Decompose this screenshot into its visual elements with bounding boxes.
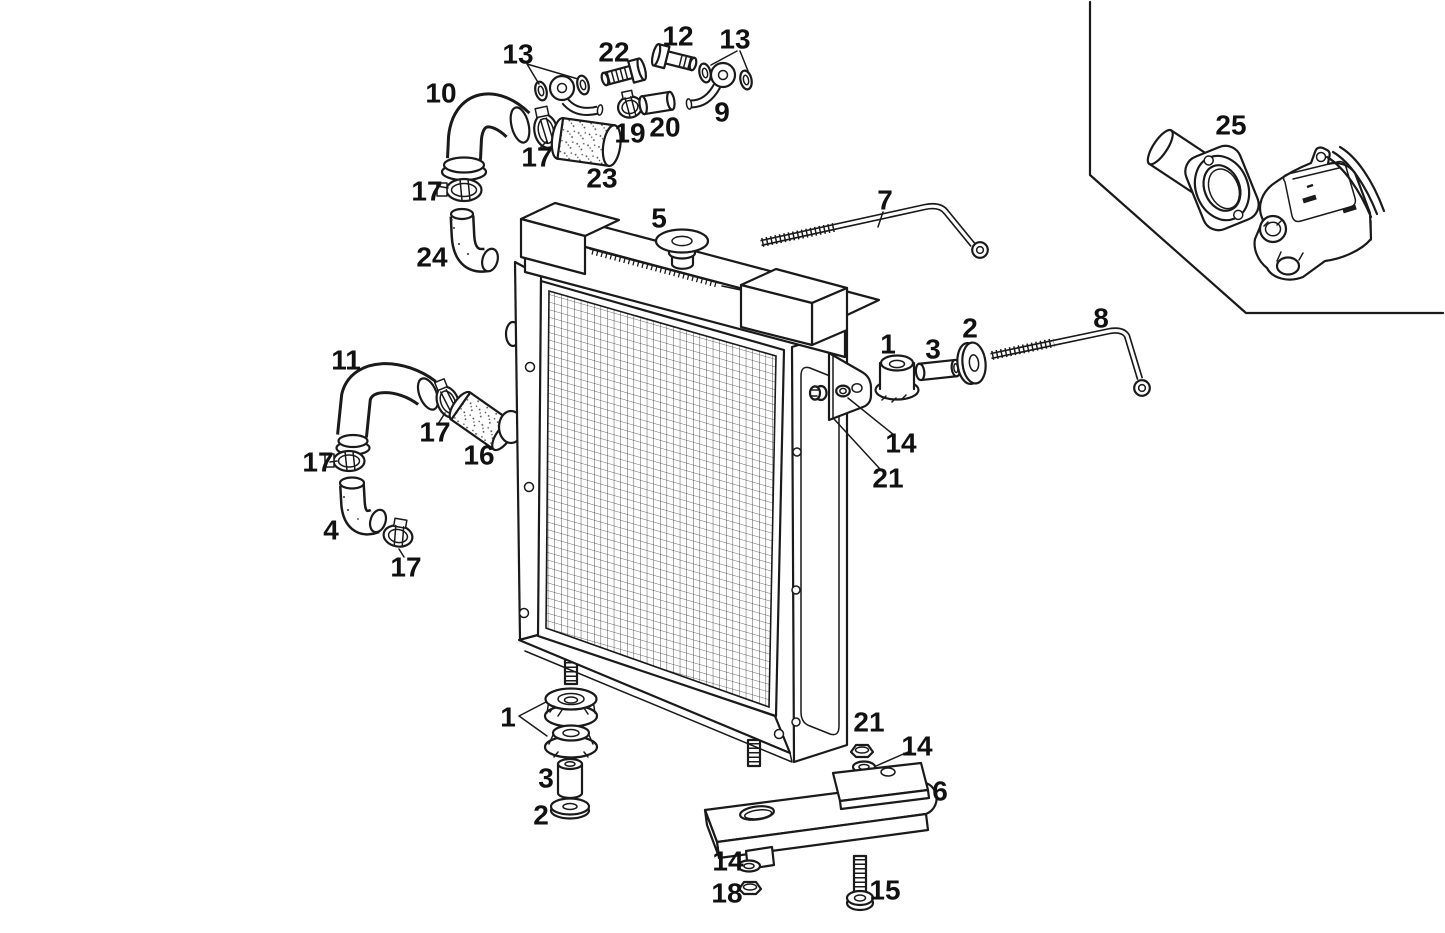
mounting-stud — [746, 738, 762, 768]
bottom-bracket-group — [703, 743, 938, 912]
callout-17: 17 — [419, 417, 450, 448]
callout-22: 22 — [598, 37, 629, 68]
hose-20 — [638, 90, 676, 116]
filler-neck — [654, 228, 710, 270]
bolt-15 — [845, 854, 875, 912]
callout-3: 3 — [925, 334, 941, 365]
callout-17: 17 — [302, 447, 333, 478]
water-outlet-flange — [1184, 144, 1260, 232]
callout-16: 16 — [463, 440, 494, 471]
core-mesh — [545, 289, 777, 709]
callout-21: 21 — [853, 707, 884, 738]
callout-4: 4 — [323, 515, 339, 546]
callout-14: 14 — [901, 731, 933, 762]
callout-13: 13 — [502, 39, 533, 70]
leader-lines — [329, 50, 909, 767]
callout-18: 18 — [711, 878, 742, 909]
callout-13: 13 — [719, 24, 750, 55]
callout-15: 15 — [869, 875, 900, 906]
nut-18 — [737, 880, 763, 896]
inset-panel — [1088, 0, 1445, 315]
banjo-bolt-12 — [650, 43, 698, 72]
washer-2 — [956, 341, 987, 386]
callout-10: 10 — [425, 78, 456, 109]
callout-1: 1 — [500, 702, 516, 733]
stay-rod-7 — [760, 202, 989, 259]
callout-8: 8 — [1093, 303, 1109, 334]
callouts: 13 22 12 13 9 19 20 10 17 23 17 24 5 7 2… — [302, 21, 1246, 909]
callout-23: 23 — [586, 163, 617, 194]
washer-13 — [576, 74, 590, 96]
upper-mount-group — [808, 341, 987, 422]
callout-6: 6 — [932, 776, 948, 807]
hose-elbow-11 — [335, 362, 440, 456]
callout-1: 1 — [880, 329, 896, 360]
lower-mount-group — [543, 687, 599, 820]
hose-23 — [550, 116, 622, 168]
callout-7: 7 — [877, 185, 893, 216]
callout-17: 17 — [521, 142, 552, 173]
stay-rod-8 — [990, 327, 1151, 397]
banjo-bolt-22 — [600, 57, 648, 87]
bracket-slot — [739, 805, 775, 821]
callout-11: 11 — [331, 345, 361, 376]
callout-5: 5 — [651, 203, 667, 234]
washer-13 — [534, 80, 548, 102]
callout-2: 2 — [533, 800, 549, 831]
hose-elbow-10 — [440, 92, 531, 182]
callout-19: 19 — [614, 118, 645, 149]
callout-2: 2 — [962, 313, 978, 344]
overflow-fittings — [534, 43, 753, 119]
spacer-3 — [556, 757, 584, 800]
hose-elbow-24 — [449, 207, 499, 273]
middle-hose-group — [324, 362, 516, 548]
callout-12: 12 — [662, 21, 693, 52]
nut-21 — [849, 743, 875, 759]
rubber-bushing-1 — [874, 354, 920, 403]
radiator — [497, 201, 881, 768]
callout-25: 25 — [1215, 110, 1246, 141]
engine-housing — [1253, 145, 1386, 281]
housing-ear-hole — [1315, 151, 1327, 163]
callout-3: 3 — [538, 763, 554, 794]
left-frame-bar — [513, 260, 543, 642]
housing-foot — [1275, 256, 1301, 276]
bracket-6 — [703, 761, 938, 871]
clamp-17 — [436, 177, 483, 203]
callout-21: 21 — [872, 463, 903, 494]
channel-slot — [800, 366, 840, 736]
upper-bracket-plate — [827, 351, 873, 422]
inset-boundary-line — [1088, 0, 1445, 315]
callout-24: 24 — [416, 242, 448, 273]
clamp-17 — [382, 517, 414, 548]
corner-block-right — [739, 267, 849, 347]
corner-block-left — [519, 201, 621, 276]
upper-hose-group — [436, 92, 622, 273]
callout-9: 9 — [714, 97, 730, 128]
callout-14: 14 — [712, 846, 744, 877]
rubber-mount-1-lower — [543, 724, 599, 759]
hose-elbow-4 — [338, 476, 388, 536]
bracket-bolt — [808, 384, 828, 402]
washer-14 — [736, 859, 762, 873]
callout-17: 17 — [390, 552, 421, 583]
callout-17: 17 — [411, 176, 442, 207]
callout-14: 14 — [885, 428, 917, 459]
callout-20: 20 — [649, 112, 680, 143]
rubber-mount-1-upper — [543, 687, 599, 728]
washer-2 — [549, 797, 591, 820]
clamp-19 — [616, 89, 644, 119]
